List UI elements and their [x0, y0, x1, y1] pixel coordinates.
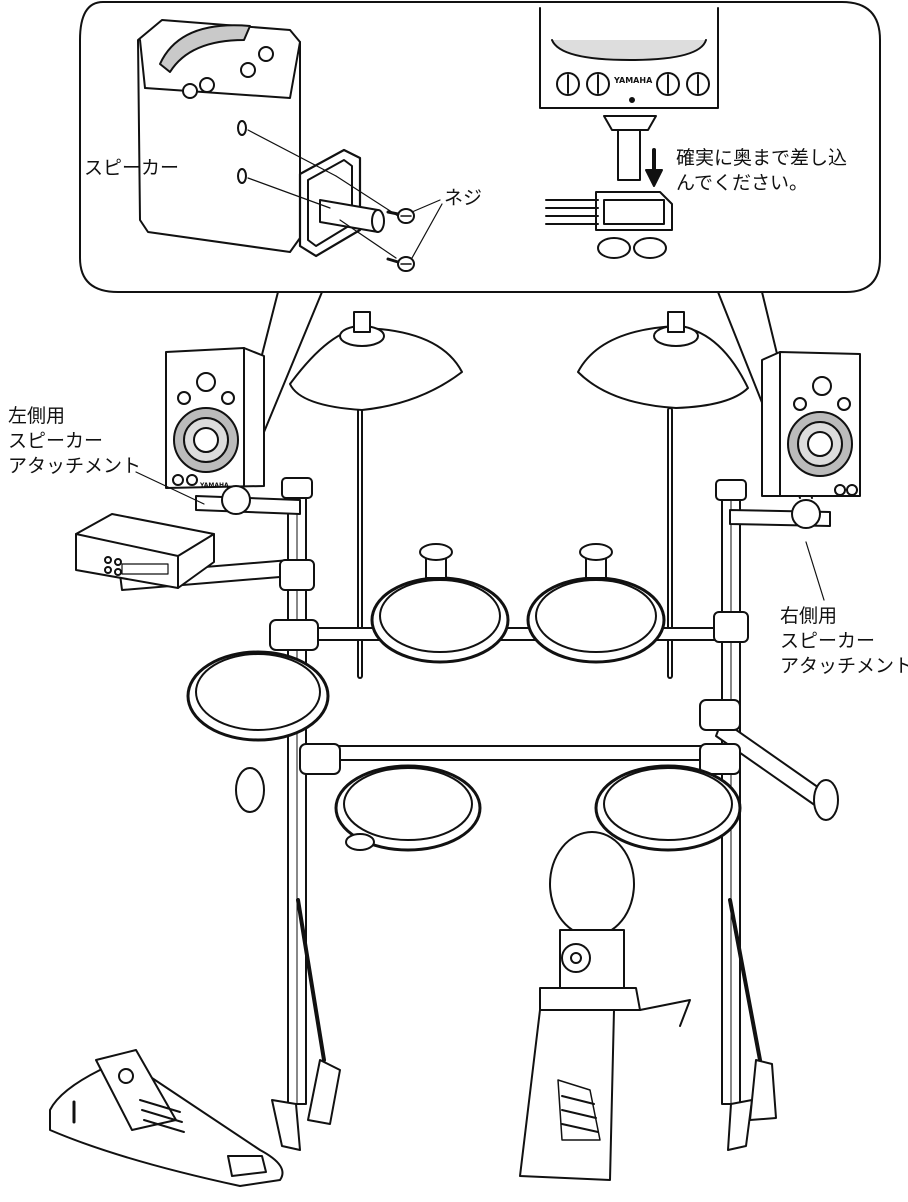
tom-pad-2: [526, 543, 666, 664]
tom-pad-1: [370, 543, 510, 664]
screw-lower: [386, 256, 415, 272]
left-attachment-leader: [135, 471, 205, 505]
left-speaker: [165, 347, 265, 489]
right-attachment-line3: アタッチメント: [780, 655, 908, 677]
left-attachment-line2: スピーカー: [8, 430, 104, 452]
snare-pad: [334, 764, 482, 852]
insert-instruction-line2: んでください。: [676, 172, 809, 194]
right-speaker-attachment-label: 右側用 スピーカー アタッチメント: [780, 604, 908, 679]
left-speaker-attachment-label: 左側用 スピーカー アタッチメント: [8, 404, 141, 479]
kick-drum-unit: [519, 831, 691, 1181]
insert-instruction-line1: 確実に奥まで差し込: [676, 147, 848, 169]
hihat-controller-pedal: [49, 1049, 284, 1187]
left-attachment-line1: 左側用: [8, 405, 66, 427]
right-attachment-leader: [805, 541, 825, 601]
insert-instruction: 確実に奥まで差し込 んでください。: [676, 146, 847, 196]
right-attachment-line2: スピーカー: [780, 630, 876, 652]
drum-sound-module: [75, 513, 215, 589]
right-speaker: [761, 351, 861, 497]
speaker-label: スピーカー: [84, 157, 180, 179]
floor-tom-pad: [594, 764, 742, 852]
right-attachment-line1: 右側用: [780, 605, 838, 627]
brand-logo-left-speaker: YAMAHA: [200, 482, 229, 489]
screw-upper: [386, 208, 415, 224]
speaker-base-insertion-detail: [539, 7, 719, 259]
hihat-pad: [186, 650, 330, 742]
speaker-box-detail: [137, 19, 443, 272]
brand-logo-detail: YAMAHA: [614, 76, 653, 85]
left-attachment-line3: アタッチメント: [8, 455, 142, 477]
screws-label: ネジ: [444, 187, 483, 209]
